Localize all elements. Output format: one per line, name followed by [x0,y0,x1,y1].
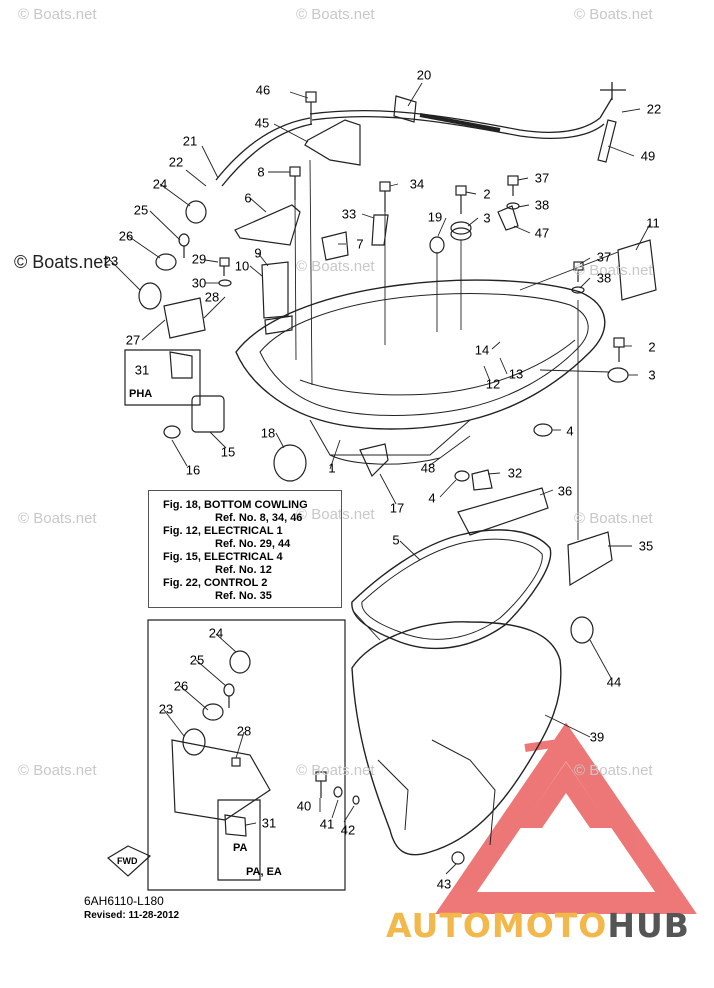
part-label: 17 [389,500,405,516]
reference-line: Fig. 15, ELECTRICAL 4 [163,551,283,563]
part-label: 48 [420,460,436,476]
part-label: 27 [125,332,141,348]
part-label: 4 [566,423,574,439]
reference-line: Ref. No. 29, 44 [215,538,291,550]
part-label: 39 [589,729,605,745]
part-label: 2 [648,339,656,355]
part-label: 37 [596,249,612,265]
part-label: 24 [152,176,168,192]
watermark: © Boats.net [18,762,97,779]
lower-cowling-39 [351,621,562,856]
pa-ea-box-label: PA, EA [246,866,282,878]
part-label: 20 [416,67,432,83]
part-label: 43 [436,876,452,892]
part-label: 40 [296,798,312,814]
part-label: 11 [646,215,660,231]
part-label: 34 [409,176,425,192]
part-label: 31 [261,815,277,831]
part-label: 12 [485,376,501,392]
watermark: © Boats.net [296,762,375,779]
part-label: 25 [133,202,149,218]
watermark: © Boats.net [296,258,375,275]
part-label: 23 [103,253,119,269]
part-label: 46 [255,82,271,98]
part-label: 5 [392,532,400,548]
part-label: 13 [508,366,524,382]
bottom-cowling-tray [235,279,606,430]
diagram-code: 6AH6110-L180 [84,894,164,908]
watermark: © Boats.net [574,262,653,279]
part-label: 1 [328,460,336,476]
part-label: 32 [507,465,523,481]
reference-line: Ref. No. 8, 34, 46 [215,512,303,524]
part-label: 36 [557,483,573,499]
part-label: 37 [534,170,550,186]
part-label: 26 [173,678,189,694]
revision-date: Revised: 11-28-2012 [84,910,180,921]
part-label: 4 [428,490,436,506]
fwd-arrow-label: FWD [117,856,138,866]
figure-reference-box: Fig. 18, BOTTOM COWLING Ref. No. 8, 34, … [148,490,342,608]
part-label: 47 [534,225,550,241]
reference-line: Fig. 22, CONTROL 2 [163,577,268,589]
part-label: 9 [254,245,262,261]
part-label: 24 [208,625,224,641]
part-label: 30 [191,275,207,291]
seal-gasket-5 [351,529,552,650]
pa-box-label: PA [233,842,248,854]
part-label: 38 [596,270,612,286]
part-label: 3 [483,210,491,226]
watermark: © Boats.net [296,506,375,523]
brand-wordmark: AUTOMOTOHUB [386,906,690,945]
hose-49 [309,109,601,133]
part-label: 31 [134,362,150,378]
watermark: © Boats.net [18,6,97,23]
reference-line: Fig. 18, BOTTOM COWLING [163,499,308,511]
part-label: 45 [254,115,270,131]
hose-21 [215,117,311,181]
part-label: 38 [534,197,550,213]
part-label: 44 [606,674,622,690]
part-label: 14 [474,342,490,358]
part-label: 33 [341,206,357,222]
part-label: 35 [638,538,654,554]
part-label: 19 [427,209,443,225]
part-label: 25 [189,652,205,668]
part-label: 22 [168,154,184,170]
part-label: 2 [483,186,491,202]
part-label: 23 [158,701,174,717]
reference-line: Ref. No. 12 [215,564,272,576]
brand-part2: HUB [607,906,690,945]
brand-part1: AUTOMOTO [386,906,608,945]
pha-box-label: PHA [129,388,153,400]
part-label: 7 [356,236,364,252]
part-label: 22 [646,101,662,117]
part-label: 28 [236,723,252,739]
part-label: 6 [244,190,252,206]
watermark: © Boats.net [574,6,653,23]
part-label: 8 [257,164,265,180]
part-label: 42 [340,822,356,838]
watermark: © Boats.net [574,510,653,527]
part-label: 15 [220,444,236,460]
reference-line: Ref. No. 35 [215,590,272,602]
part-label: 16 [185,462,201,478]
part-label: 21 [182,133,198,149]
watermark: © Boats.net [18,510,97,527]
watermark-bold: © Boats.net [14,252,109,272]
part-label: 29 [191,251,207,267]
part-label: 28 [204,289,220,305]
part-label: 3 [648,367,656,383]
part-label: 10 [234,258,250,274]
part-label: 41 [319,816,335,832]
watermark: © Boats.net [296,6,375,23]
part-label: 18 [260,425,276,441]
reference-line: Fig. 12, ELECTRICAL 1 [163,525,283,537]
watermark: © Boats.net [574,762,653,779]
part-label: 26 [118,228,134,244]
part-label: 49 [640,148,656,164]
